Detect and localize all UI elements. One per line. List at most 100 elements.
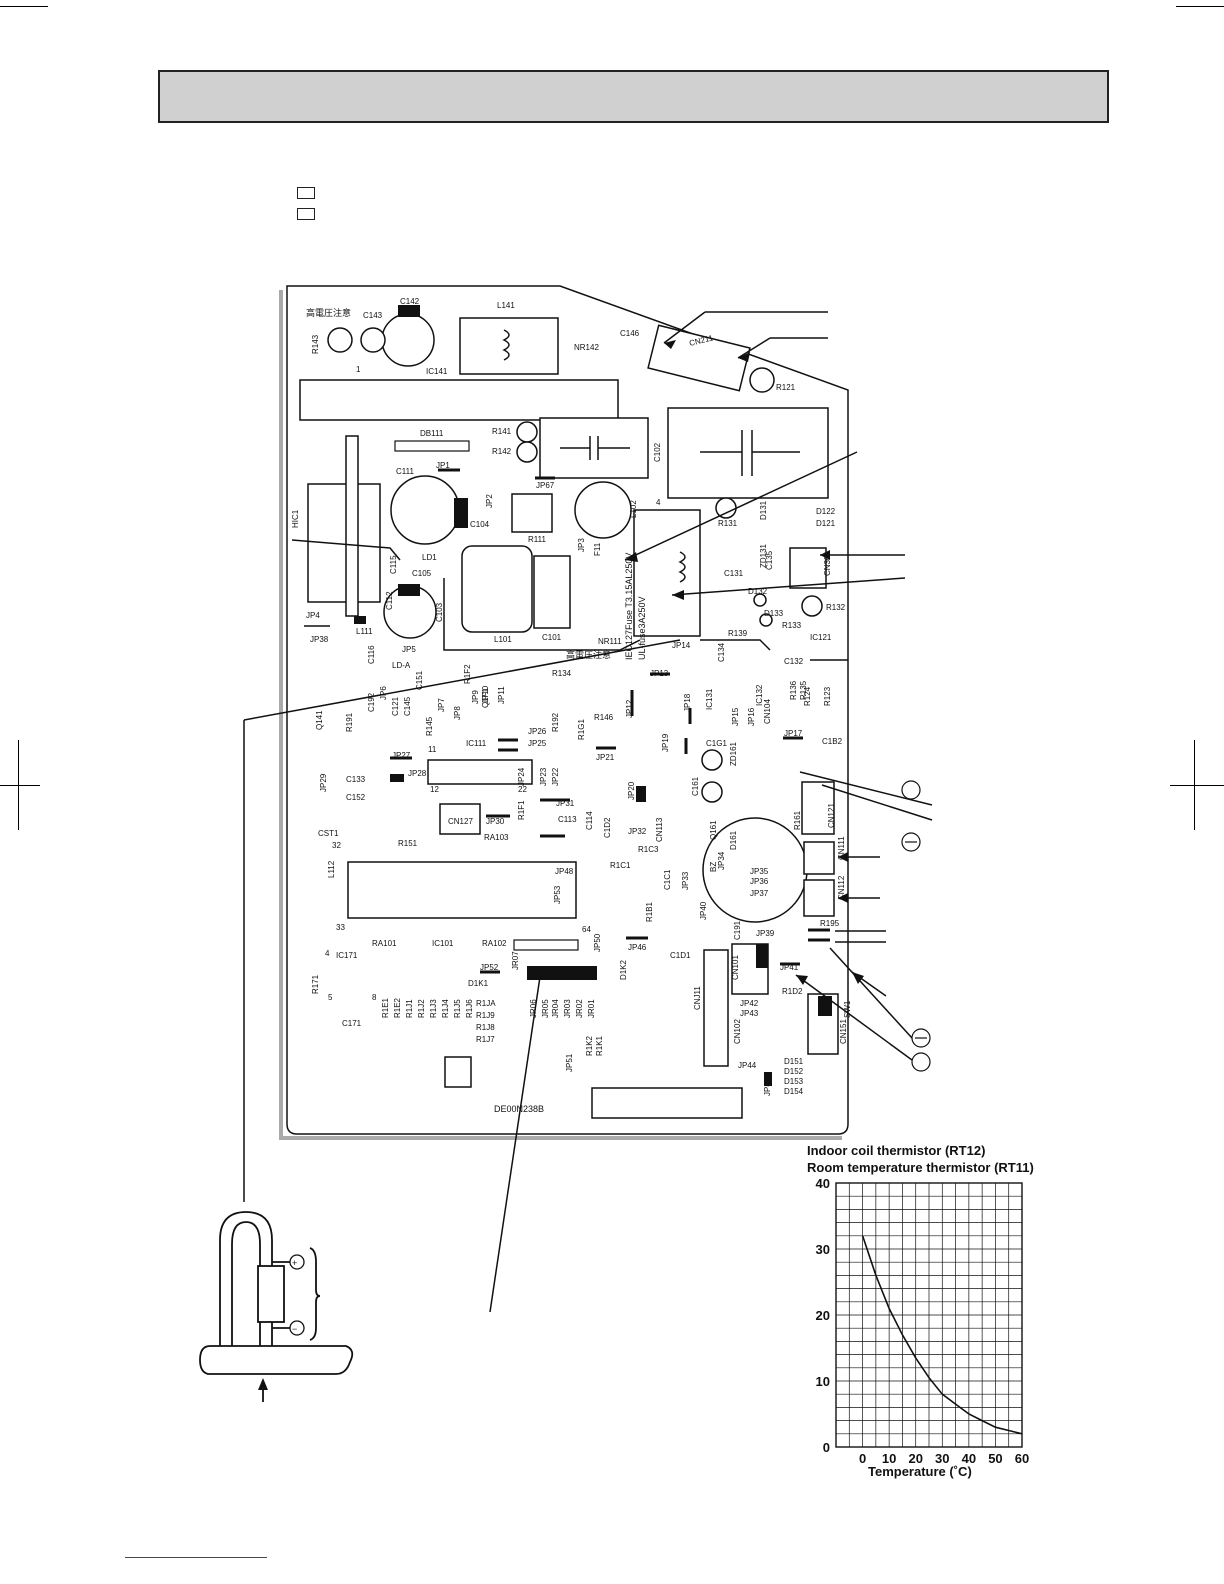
- marker-circle-4: [911, 1052, 931, 1072]
- c102-big-box: [667, 407, 829, 499]
- label-jp51: JP51: [565, 1053, 574, 1072]
- sw1-body: [818, 996, 832, 1016]
- label-ld1: LD1: [422, 553, 437, 562]
- label-r1j6: R1J6: [465, 999, 474, 1018]
- thermistor-probe: [199, 1211, 354, 1402]
- probe-plus-sign: +: [292, 1258, 297, 1268]
- label-d122: D122: [816, 507, 836, 516]
- label-pin-11: 11: [428, 745, 437, 754]
- x-tick-label: 20: [908, 1451, 922, 1466]
- series-line: [861, 1235, 1023, 1435]
- label-d151: D151: [784, 1057, 804, 1066]
- label-jp21: JP21: [596, 753, 615, 762]
- r121-resistor: [749, 367, 775, 393]
- crop-mark: [0, 6, 48, 7]
- label-jp11: JP11: [497, 686, 506, 704]
- label-c191: C191: [733, 920, 742, 940]
- label-cn301: CN301: [823, 551, 832, 576]
- label-zd161: ZD161: [729, 741, 738, 766]
- label-c146: C146: [620, 329, 640, 338]
- label-jp43: JP43: [740, 1009, 759, 1018]
- label-jp15: JP15: [731, 707, 740, 726]
- label-d121: D121: [816, 519, 836, 528]
- label-jp10: JP10: [481, 685, 490, 704]
- ra102-box: [513, 939, 579, 951]
- label-r151: R151: [398, 839, 418, 848]
- label-r1j1: R1J1: [405, 999, 414, 1018]
- label-r121: R121: [776, 383, 796, 392]
- arrow-heads: [625, 340, 864, 985]
- label-jp42: JP42: [740, 999, 759, 1008]
- label-pin-12: 12: [430, 785, 439, 794]
- label-nr142: NR142: [574, 343, 599, 352]
- label-r136: R136: [789, 680, 798, 700]
- label-q141: Q141: [315, 710, 324, 730]
- c102-big-capacitor-icon: [700, 430, 800, 476]
- x-tick-label: 10: [882, 1451, 896, 1466]
- label-ra102: RA102: [482, 939, 507, 948]
- label-c142: C142: [400, 297, 420, 306]
- label-ra101: RA101: [372, 939, 397, 948]
- label-jp26: JP26: [528, 727, 547, 736]
- label-db111: DB111: [420, 429, 444, 438]
- part-number: DE00N238B: [494, 1104, 544, 1114]
- label-jp30: JP30: [486, 817, 505, 826]
- label-cn121: CN121: [827, 803, 836, 828]
- label-c1b2: C1B2: [822, 737, 843, 746]
- cn211-box: [647, 324, 751, 392]
- label-c121: C121: [391, 696, 400, 716]
- hic1-box: [307, 483, 381, 603]
- warning-text-top: 高電圧注意: [306, 307, 351, 318]
- label-pin-4: 4: [325, 949, 330, 958]
- fuse-text-2: UL-fuse3A250V: [637, 596, 647, 660]
- label-pin-1: 1: [356, 365, 361, 374]
- label-jp46: JP46: [628, 943, 647, 952]
- c142-body: [398, 305, 420, 317]
- label-r171: R171: [311, 974, 320, 994]
- label-d1k2: D1K2: [619, 959, 628, 980]
- label-c113: C113: [558, 815, 577, 824]
- probe-arrow-head: [258, 1378, 268, 1390]
- cn111-box: [803, 841, 835, 875]
- label-pin-64: 64: [582, 925, 591, 934]
- label-r1j8: R1J8: [476, 1023, 495, 1032]
- label-jr05: JR05: [541, 999, 550, 1018]
- c112-body: [398, 584, 420, 596]
- label-r195: R195: [820, 919, 840, 928]
- label-c143: C143: [363, 311, 383, 320]
- label-r145: R145: [425, 716, 434, 736]
- label-r1j7: R1J7: [476, 1035, 495, 1044]
- label-r111: R111: [528, 535, 546, 544]
- label-r1c1: R1C1: [610, 861, 631, 870]
- label-r1e2: R1E2: [393, 997, 402, 1018]
- label-jp23: JP23: [539, 767, 548, 786]
- label-r1b1: R1B1: [645, 901, 654, 922]
- label-r191: R191: [345, 712, 354, 732]
- label-jp52: JP52: [480, 963, 499, 972]
- jumper-bars: [390, 468, 830, 974]
- label-bz: BZ: [709, 862, 718, 872]
- label-r1f1: R1F1: [517, 800, 526, 820]
- label-c101: C101: [542, 633, 562, 642]
- cn127-box: [439, 803, 481, 835]
- label-jr01: JR01: [587, 999, 596, 1018]
- probe-minus-sign: −: [292, 1324, 297, 1334]
- y-tick-label: 40: [816, 1176, 830, 1191]
- r131-resistor: [715, 497, 737, 519]
- label-cn101: CN101: [731, 955, 740, 980]
- ic111-box: [427, 759, 533, 785]
- label-r1j4: R1J4: [441, 999, 450, 1018]
- label-d154: D154: [784, 1087, 804, 1096]
- label-jr07: JR07: [511, 951, 520, 970]
- label-r1ja: R1JA: [476, 999, 496, 1008]
- l101-box: [461, 545, 533, 633]
- cn112-box: [803, 879, 835, 917]
- crop-mark: [125, 1557, 267, 1558]
- label-jr02: JR02: [575, 999, 584, 1018]
- db111-box: [394, 440, 470, 452]
- label-l112: L112: [327, 860, 336, 878]
- label-c102: C102: [653, 442, 662, 462]
- pcb-outline: [286, 285, 849, 1135]
- label-c171: C171: [342, 1019, 362, 1028]
